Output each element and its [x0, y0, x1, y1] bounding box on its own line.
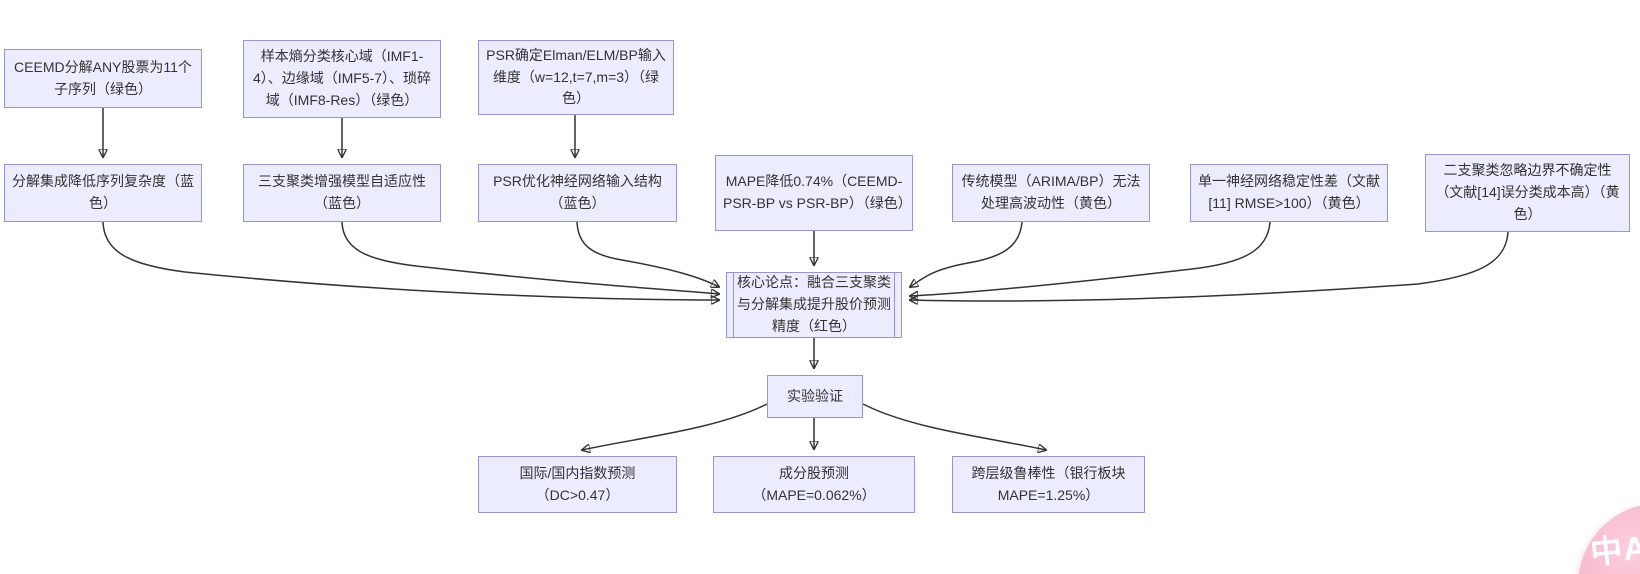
node-core-thesis: 核心论点：融合三支聚类与分解集成提升股价预测精度（红色） — [726, 272, 902, 338]
node-label: PSR优化神经网络输入结构（蓝色） — [493, 173, 662, 211]
node-label: 国际/国内指数预测（DC>0.47） — [519, 464, 636, 503]
node-experimental-validation: 实验验证 — [767, 375, 863, 418]
node-label: 三支聚类增强模型自适应性（蓝色） — [258, 173, 426, 211]
node-traditional-model-limitation: 传统模型（ARIMA/BP）无法处理高波动性（黄色） — [952, 164, 1150, 222]
node-label: 单一神经网络稳定性差（文献[11] RMSE>100）（黄色） — [1198, 173, 1380, 211]
node-label: 二支聚类忽略边界不确定性（文献[14]误分类成本高）（黄色） — [1435, 162, 1620, 222]
edge-e-k — [341, 221, 719, 294]
edge-l-m — [582, 403, 768, 450]
node-two-way-clustering-limitation: 二支聚类忽略边界不确定性（文献[14]误分类成本高）（黄色） — [1425, 154, 1630, 232]
edge-i-k — [910, 221, 1271, 296]
node-psr-optimizes-input-structure: PSR优化神经网络输入结构（蓝色） — [478, 164, 677, 222]
edge-h-k — [910, 221, 1023, 287]
node-label: 成分股预测（MAPE=0.062%） — [752, 464, 876, 503]
node-label: MAPE降低0.74%（CEEMD-PSR-BP vs PSR-BP）（绿色） — [723, 173, 912, 211]
node-sample-entropy-classification: 样本熵分类核心域（IMF1-4）、边缘域（IMF5-7）、琐碎域（IMF8-Re… — [243, 40, 441, 118]
node-label: CEEMD分解ANY股票为11个子序列（绿色） — [14, 58, 192, 97]
translate-badge-label: 中A — [1588, 529, 1640, 571]
node-cross-level-robustness: 跨层级鲁棒性（银行板块 MAPE=1.25%） — [952, 456, 1145, 513]
node-label: 核心论点：融合三支聚类与分解集成提升股价预测精度（红色） — [737, 274, 891, 334]
node-label: PSR确定Elman/ELM/BP输入维度（w=12,t=7,m=3）（绿色） — [486, 46, 666, 107]
node-label: 分解集成降低序列复杂度（蓝色） — [12, 173, 194, 211]
node-single-network-instability: 单一神经网络稳定性差（文献[11] RMSE>100）（黄色） — [1190, 164, 1388, 222]
node-psr-input-dimension: PSR确定Elman/ELM/BP输入维度（w=12,t=7,m=3）（绿色） — [478, 40, 674, 115]
node-mape-reduction: MAPE降低0.74%（CEEMD-PSR-BP vs PSR-BP）（绿色） — [715, 155, 913, 231]
node-label: 样本熵分类核心域（IMF1-4）、边缘域（IMF5-7）、琐碎域（IMF8-Re… — [252, 48, 432, 108]
edge-j-k — [910, 231, 1509, 301]
edge-d-k — [102, 221, 719, 300]
node-label: 跨层级鲁棒性（银行板块 MAPE=1.25%） — [971, 464, 1126, 503]
node-label: 实验验证 — [787, 387, 843, 404]
node-three-way-clustering-adaptivity: 三支聚类增强模型自适应性（蓝色） — [243, 164, 441, 222]
edge-l-o — [862, 403, 1046, 450]
edge-f-k — [576, 221, 719, 287]
node-decomposition-reduces-complexity: 分解集成降低序列复杂度（蓝色） — [4, 164, 202, 222]
node-label: 传统模型（ARIMA/BP）无法处理高波动性（黄色） — [961, 173, 1141, 211]
node-constituent-stock-prediction: 成分股预测（MAPE=0.062%） — [713, 456, 915, 513]
node-index-prediction: 国际/国内指数预测（DC>0.47） — [478, 456, 677, 513]
node-ceemd-decomposition: CEEMD分解ANY股票为11个子序列（绿色） — [4, 49, 202, 108]
